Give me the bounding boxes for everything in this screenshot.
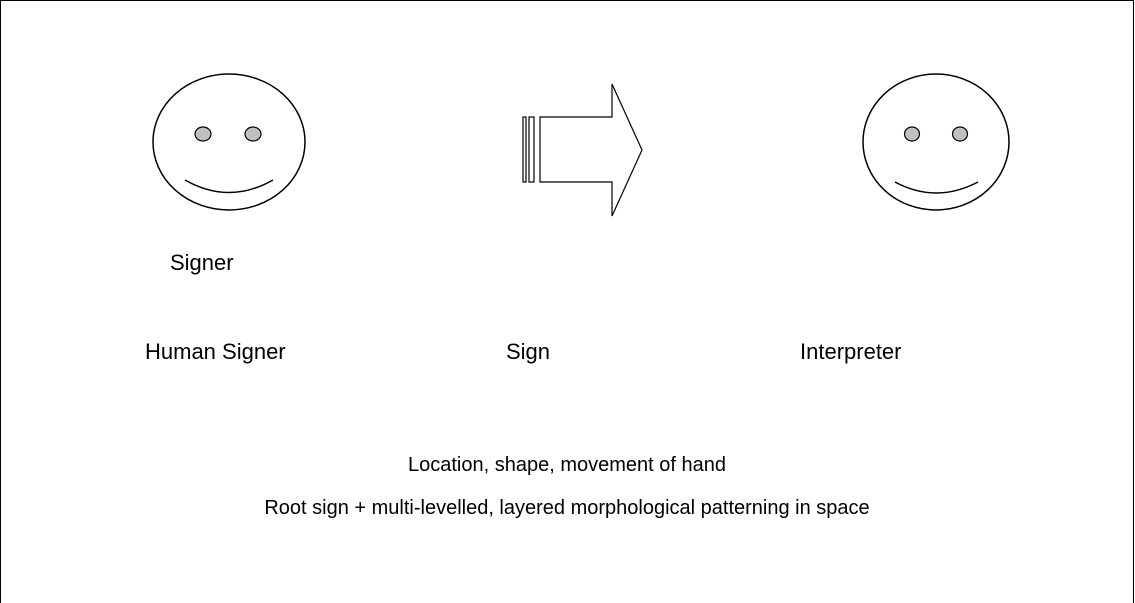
caption-line-2: Root sign + multi-levelled, layered morp… (264, 497, 870, 519)
caption-line-1: Location, shape, movement of hand (408, 454, 726, 476)
interpreter-face-outline (862, 73, 1010, 211)
signer-face-outline (152, 73, 306, 211)
human-signer-label: Human Signer (145, 339, 286, 364)
signer-face-icon (152, 73, 306, 211)
signer-right-eye (244, 126, 262, 142)
interpreter-face-icon (862, 73, 1010, 211)
interpreter-label: Interpreter (800, 339, 902, 364)
arrow-body (539, 83, 643, 217)
interpreter-mouth (894, 181, 979, 194)
sign-label: Sign (506, 339, 551, 364)
signer-label: Signer (170, 250, 234, 275)
interpreter-right-eye (951, 126, 969, 142)
signer-mouth (184, 179, 274, 194)
sign-arrow-icon (522, 83, 643, 217)
signer-left-eye (194, 126, 212, 142)
arrow-stripe-2 (528, 116, 535, 183)
arrow-stripe-1 (522, 116, 527, 183)
interpreter-left-eye (903, 126, 921, 142)
